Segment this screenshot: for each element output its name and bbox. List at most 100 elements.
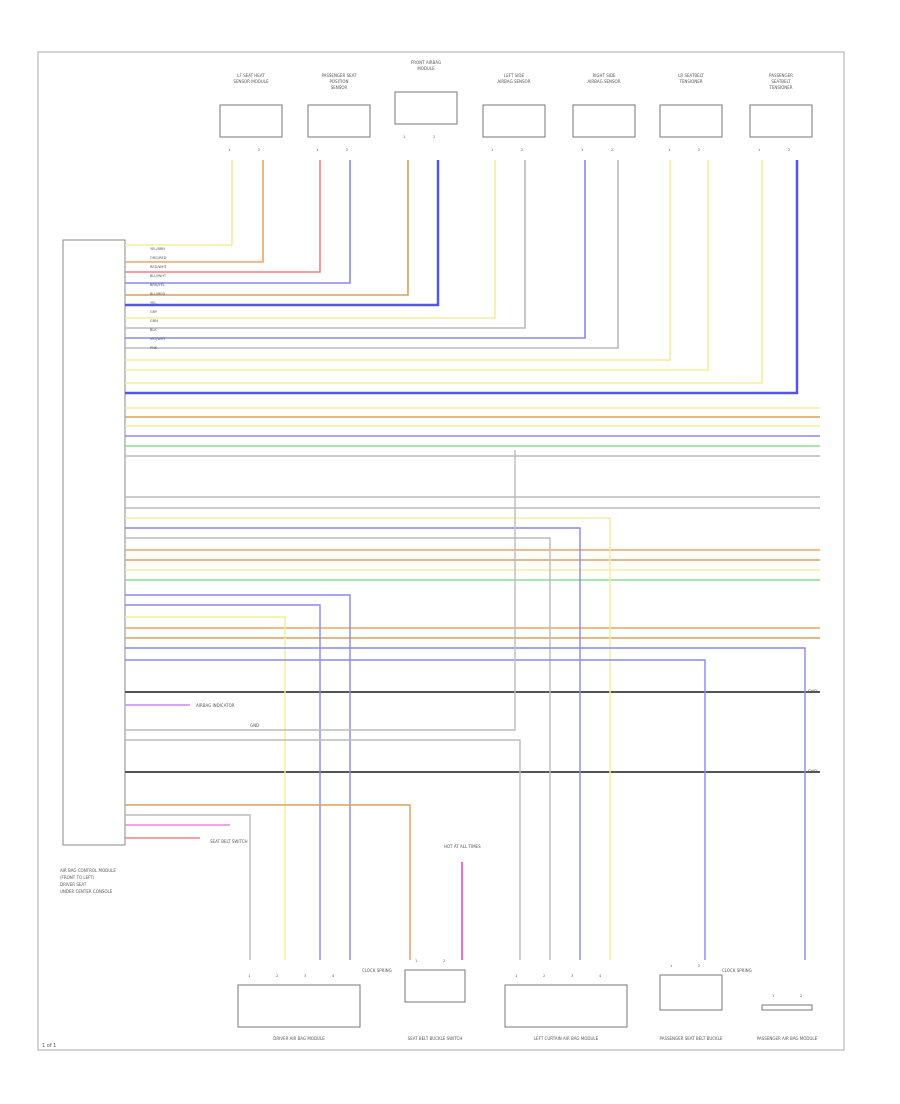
top-module-label: MODULE [417,66,435,71]
top-module-box [394,91,458,125]
bottom-module-pin: 1 [670,964,672,968]
wire-code-label: BLU/WHT [150,274,167,278]
bottom-module-label: PASSENGER AIR BAG MODULE [757,1036,818,1041]
top-module-pin: 2 [521,148,523,152]
bottom-module-box [504,984,628,1028]
wire-trace [125,647,806,960]
bottom-module-pin: 4 [599,974,602,978]
bottom-module-pin: 1 [415,959,417,963]
wire-trace [125,160,763,384]
bottom-module-pin: 2 [543,974,545,978]
top-module-pin: 1 [316,148,318,152]
top-module-label: TENSIONER [678,79,702,84]
wire-trace [125,160,586,339]
top-module-pin: 1 [403,135,405,139]
top-module-label: TENSIONER [768,85,792,90]
bottom-module-label: LEFT CURTAIN AIR BAG MODULE [534,1036,599,1041]
top-module-pin: 1 [228,148,230,152]
wire-code-label: PNK [150,346,158,350]
top-module-box [307,104,371,138]
wire-trace [125,160,671,361]
wire-trace [125,739,521,960]
wire-code-label: BLU/RED [150,292,166,296]
wire-code-label: YEL [150,301,156,305]
control-module-note-2: DRIVER SEAT [60,882,87,887]
wire-trace [125,659,706,960]
wire-trace [125,160,351,284]
wire-code-label: YEL/BRN [150,247,165,251]
bottom-module-pin: 1 [772,994,774,998]
top-module-label: LR SEATBELT [678,73,704,78]
bottom-module-pin: 3 [571,974,573,978]
wire-code-label: RED/WHT [150,265,168,269]
wire-trace [125,604,321,960]
top-module-pin: 2 [611,148,613,152]
wire-trace [125,160,321,273]
wire-trace [125,160,409,296]
bottom-note-hot: HOT AT ALL TIMES [444,844,481,849]
top-module-pin: 2 [698,148,700,152]
wire-code-label: BLK [150,328,157,332]
top-module-label: RIGHT SIDE [592,73,616,78]
control-module-box [62,239,126,846]
bottom-module-pin: 2 [276,974,278,978]
top-module-pin: 1 [668,148,670,152]
bottom-module-pin: 1 [515,974,517,978]
top-module-label: AIRBAG SENSOR [497,79,530,84]
wire-code-label: VIO/WHT [150,337,166,341]
top-module-label: SENSOR MODULE [233,79,269,84]
top-module-pin: 1 [491,148,493,152]
wire-trace [125,160,709,371]
wire-trace [125,594,351,960]
control-module-note-1: (FRONT TO LEFT) [60,875,95,880]
control-module-label: AIR BAG CONTROL MODULE [60,868,116,873]
wire-trace [125,804,411,960]
wire-trace [125,160,233,246]
top-module-pin: 1 [758,148,760,152]
bottom-module-pin: 2 [443,959,445,963]
top-module-label: PASSENGER SEAT [321,73,357,78]
bottom-note-clockspring-2: CLOCK SPRING [722,968,752,973]
bottom-module-pin: 2 [698,964,700,968]
bottom-module-label: SEAT BELT BUCKLE SWITCH [408,1036,463,1041]
top-module-pin: 2 [346,148,348,152]
wire-trace [125,527,581,960]
top-module-box [482,104,546,138]
wire-trace [125,517,611,960]
top-module-pin: 1 [581,148,583,152]
page-ref: 1 of 1 [42,1043,56,1049]
bottom-module-label: PASSENGER SEAT BELT BUCKLE [660,1036,723,1041]
top-module-label: SENSOR [331,85,348,90]
top-module-box [749,104,813,138]
top-module-label: LEFT SIDE [504,73,525,78]
wire-trace [125,160,264,263]
top-module-pin: 2 [788,148,790,152]
wire-trace [125,450,516,731]
top-module-pin: 2 [433,135,435,139]
bottom-module-label: DRIVER AIR BAG MODULE [273,1036,325,1041]
side-note-gnd: GND [250,723,259,728]
wire-code-label: ORG/RED [150,256,167,260]
top-module-label: SEATBELT [771,79,791,84]
top-module-box [659,104,723,138]
side-note-seat-belt-switch: SEAT BELT SWITCH [210,839,248,844]
side-note-airbag-indicator: AIRBAG INDICATOR [196,703,235,708]
top-module-label: LF SEAT HEAT [237,73,265,78]
bottom-module-box [659,974,723,1011]
wire-trace [125,537,551,960]
wire-trace [125,814,251,960]
bottom-module-box [237,984,361,1028]
wire-code-label: GRY [150,310,158,314]
bottom-module-box [404,969,466,1003]
top-module-label: FRONT AIRBAG [411,60,441,65]
bottom-module-pin: 2 [800,994,802,998]
wires-group [125,160,820,960]
wire-trace [125,160,440,307]
bottom-module-pin: 1 [248,974,250,978]
wire-code-label: GRN [150,319,158,323]
wire-trace [125,616,286,960]
bottom-note-clockspring-1: CLOCK SPRING [362,968,392,973]
